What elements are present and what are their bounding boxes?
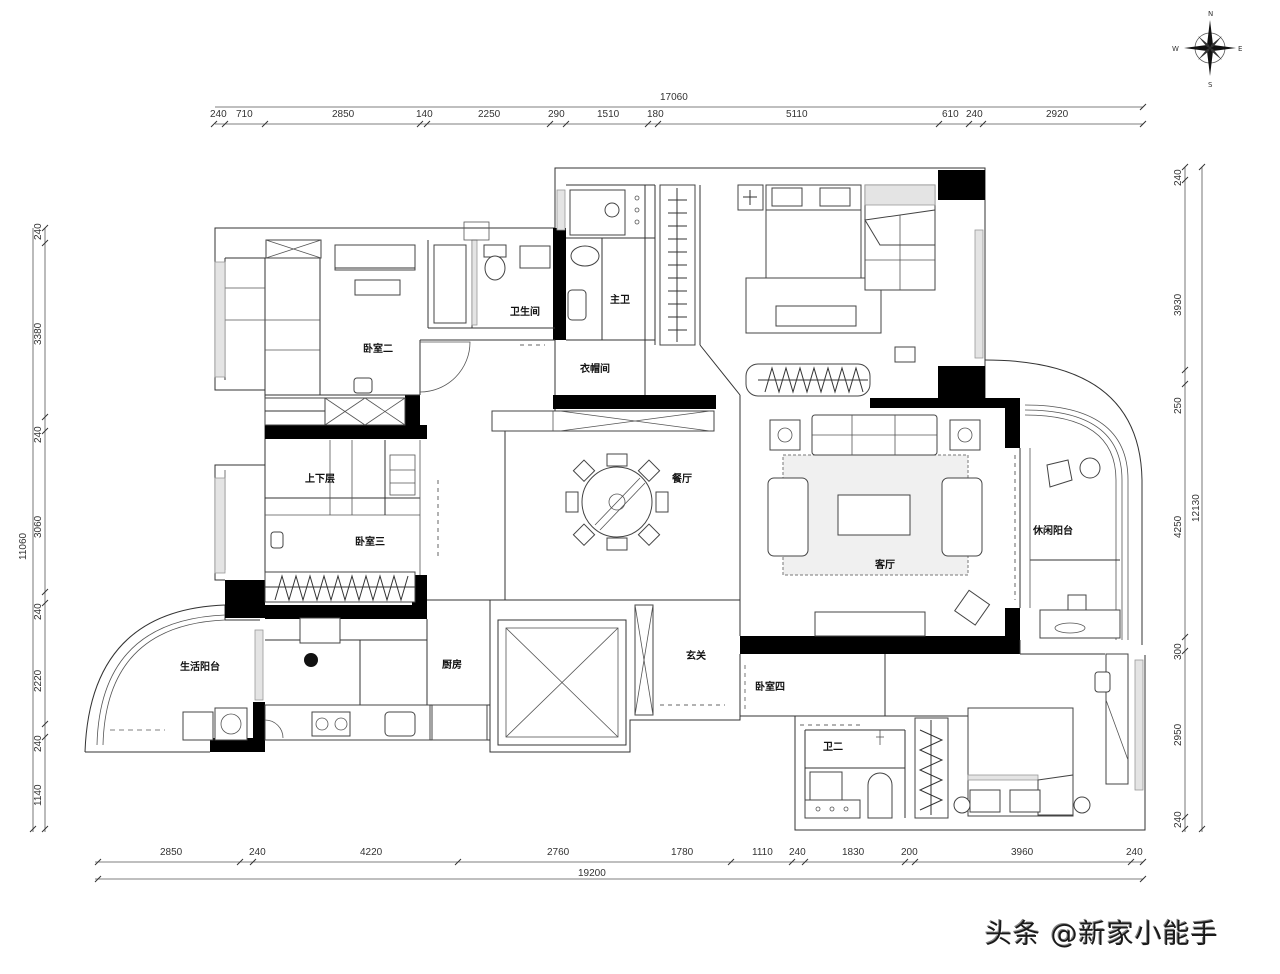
wardrobe-bedroom4 <box>914 717 949 819</box>
room-label-bedroom-3: 卧室三 <box>355 535 385 548</box>
bath-2-fixtures <box>804 730 893 819</box>
dim-label: 250 <box>1173 397 1184 414</box>
door-openings <box>437 344 1016 726</box>
door-swing-bedroom2 <box>419 341 471 393</box>
dim-label: 5110 <box>786 109 808 120</box>
dim-label: 240 <box>1173 811 1184 828</box>
top-total-dim: 17060 <box>660 92 688 103</box>
compass-n: N <box>1208 10 1213 18</box>
room-label-kitchen: 厨房 <box>442 658 462 671</box>
dim-label: 140 <box>416 109 433 120</box>
dim-label: 240 <box>33 735 44 752</box>
dim-label: 240 <box>33 426 44 443</box>
dim-label: 290 <box>548 109 565 120</box>
bedroom-3-furniture <box>270 440 416 549</box>
dim-label: 2850 <box>332 109 355 120</box>
room-label-entry: 玄关 <box>686 649 706 662</box>
dim-label: 1140 <box>33 784 44 806</box>
wardrobe-master <box>745 363 871 397</box>
dim-label: 2220 <box>33 669 44 692</box>
dim-label: 240 <box>249 847 266 858</box>
top-dimension-chain: 17060 240 710 2850 140 2250 290 1510 180… <box>210 92 1147 128</box>
wardrobe-corridor <box>659 184 696 346</box>
elevator-shaft <box>497 604 654 746</box>
room-label-bathroom: 卫生间 <box>510 305 540 318</box>
living-room-furniture <box>767 414 991 637</box>
dim-label: 4250 <box>1173 515 1184 538</box>
dim-label: 2950 <box>1173 723 1184 746</box>
wardrobe-top-left <box>264 397 406 426</box>
dim-label: 180 <box>647 109 664 120</box>
dim-label: 2760 <box>547 847 570 858</box>
room-label-master-bath: 主卫 <box>610 293 630 306</box>
compass-icon: N S E W <box>1172 10 1242 89</box>
master-bedroom-furniture <box>737 184 936 363</box>
windows <box>214 189 1144 791</box>
dim-label: 2850 <box>160 847 183 858</box>
room-label-walkin: 衣帽间 <box>580 362 610 375</box>
sideboard <box>491 410 715 432</box>
room-label-upper-lower: 上下层 <box>305 472 335 485</box>
room-label-living: 客厅 <box>874 558 895 571</box>
room-label-leisure-balcony: 休闲阳台 <box>1032 524 1073 537</box>
dim-label: 240 <box>789 847 806 858</box>
bedroom-2-furniture <box>265 239 416 394</box>
dim-label: 3060 <box>33 515 44 538</box>
dim-label: 2920 <box>1046 109 1069 120</box>
dim-label: 240 <box>33 223 44 240</box>
dim-label: 710 <box>236 109 253 120</box>
right-total-dim: 12130 <box>1191 494 1202 522</box>
dim-label: 240 <box>33 603 44 620</box>
compass-e: E <box>1238 45 1242 53</box>
bottom-total-dim: 19200 <box>578 868 606 879</box>
room-label-dining: 餐厅 <box>671 472 692 485</box>
watermark: 头条 @新家小能手 <box>985 919 1219 950</box>
dim-label: 240 <box>210 109 227 120</box>
dim-label: 3380 <box>33 322 44 345</box>
bedroom-4-furniture <box>953 653 1129 817</box>
compass-w: W <box>1172 45 1179 53</box>
dim-label: 300 <box>1173 643 1184 660</box>
dim-label: 240 <box>966 109 983 120</box>
dim-label: 2250 <box>478 109 501 120</box>
room-label-bath-2: 卫二 <box>823 741 843 753</box>
dim-label: 3960 <box>1011 847 1034 858</box>
left-total-dim: 11060 <box>18 532 29 560</box>
utility-balcony-fixtures <box>110 629 264 741</box>
wardrobe-bedroom3 <box>264 571 416 603</box>
dim-label: 4220 <box>360 847 383 858</box>
right-dimension-chain: 12130 240 3930 250 4250 300 2950 240 <box>1173 163 1206 833</box>
dining-table <box>565 453 669 551</box>
structural-walls <box>210 170 1020 752</box>
room-label-bedroom-2: 卧室二 <box>363 342 393 355</box>
bottom-dimension-chain: 19200 2850 240 4220 2760 1780 1110 240 1… <box>94 847 1147 883</box>
compass-s: S <box>1208 81 1213 89</box>
room-label-bedroom-4: 卧室四 <box>755 680 785 693</box>
dim-label: 240 <box>1173 169 1184 186</box>
dim-label: 3930 <box>1173 293 1184 316</box>
dim-label: 1830 <box>842 847 865 858</box>
kitchen-fixtures <box>264 617 488 741</box>
bathroom-fixtures <box>433 189 640 326</box>
left-dimension-chain: 11060 240 3380 240 3060 240 2220 240 114… <box>18 223 49 833</box>
dim-label: 1780 <box>671 847 694 858</box>
dim-label: 1110 <box>752 847 773 858</box>
dim-label: 240 <box>1126 847 1143 858</box>
dim-label: 200 <box>901 847 918 858</box>
room-label-utility-balcony: 生活阳台 <box>180 660 220 673</box>
dim-label: 610 <box>942 109 959 120</box>
dim-label: 1510 <box>597 109 620 120</box>
leisure-balcony-furniture <box>1039 457 1121 639</box>
